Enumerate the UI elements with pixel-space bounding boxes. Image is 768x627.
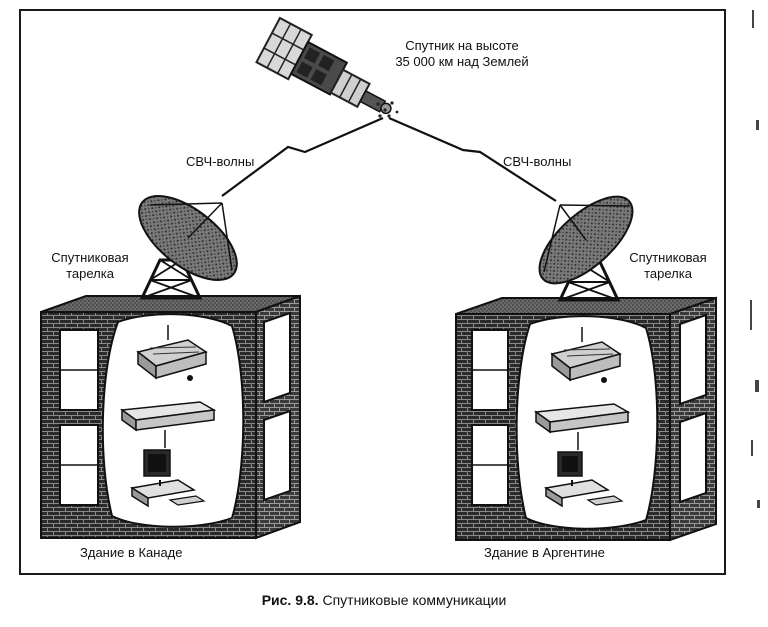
building-left: [40, 294, 301, 540]
network-hub-icon: [533, 403, 631, 434]
computer-icon: [129, 449, 206, 508]
modem-icon: [550, 341, 622, 383]
scan-edge-noise: [750, 10, 760, 508]
network-hub-icon: [119, 401, 217, 432]
building-label-right: Здание в Аргентине: [484, 545, 605, 560]
figure-caption: Рис. 9.8. Спутниковые коммуникации: [0, 592, 768, 608]
caption-number: Рис. 9.8.: [261, 592, 319, 608]
wave-label-right: СВЧ-волны: [503, 154, 572, 169]
computer-icon: [543, 451, 624, 508]
microwave-link-left: [221, 116, 384, 197]
satellite-label: Спутник на высоте 35 000 км над Землей: [395, 38, 529, 69]
wave-label-left: СВЧ-волны: [186, 154, 255, 169]
building-label-left: Здание в Канаде: [80, 545, 183, 560]
dish-label-left: Спутниковая тарелка: [51, 250, 129, 281]
microwave-link-right: [388, 116, 557, 202]
satellite-antenna-dots: [376, 101, 399, 118]
caption-text: Спутниковые коммуникации: [322, 592, 507, 608]
dish-label-right: Спутниковая тарелка: [629, 250, 707, 281]
satellite-dish-right: [538, 195, 634, 302]
satellite-icon: [255, 16, 392, 115]
building-right: [455, 296, 717, 542]
modem-icon: [136, 339, 208, 381]
satellite-dish-left: [138, 195, 238, 300]
figure-frame: [19, 9, 726, 575]
